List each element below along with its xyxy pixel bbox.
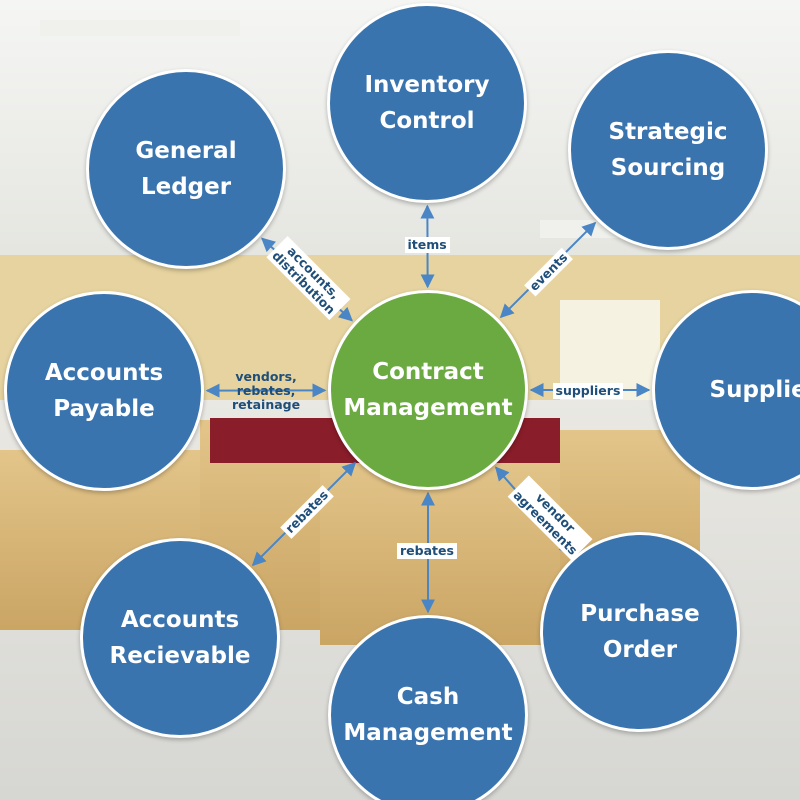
contract-management-node[interactable]: Contract Management: [328, 290, 528, 490]
contract-management-label: Contract Management: [343, 359, 513, 421]
link-label-rebates-cash: rebates: [397, 543, 457, 559]
accounts-receivable-node[interactable]: Accounts Recievable: [80, 538, 280, 738]
purchase-order-node[interactable]: Purchase Order: [540, 532, 740, 732]
purchase-order-label: Purchase Order: [580, 601, 700, 663]
inventory-control-label: Inventory Control: [364, 72, 490, 134]
accounts-payable-label: Accounts Payable: [44, 360, 164, 422]
cash-management-label: Cash Management: [343, 684, 513, 746]
strategic-sourcing-node[interactable]: Strategic Sourcing: [568, 50, 768, 250]
link-label-suppliers: suppliers: [552, 383, 624, 399]
general-ledger-label: General Ledger: [135, 138, 237, 200]
general-ledger-node[interactable]: General Ledger: [86, 69, 286, 269]
accounts-receivable-label: Accounts Recievable: [109, 607, 251, 669]
link-label-vendors-rebates-retainage: vendors, rebates, retainage: [232, 369, 301, 412]
supplier-portal-node[interactable]: Supplier Portal: [652, 290, 800, 490]
strategic-sourcing-label: Strategic Sourcing: [608, 119, 728, 181]
link-label-items: items: [404, 237, 450, 253]
accounts-payable-node[interactable]: Accounts Payable: [4, 291, 204, 491]
inventory-control-node[interactable]: Inventory Control: [327, 3, 527, 203]
supplier-portal-label: Supplier Portal: [709, 377, 800, 403]
cash-management-node[interactable]: Cash Management: [328, 615, 528, 800]
